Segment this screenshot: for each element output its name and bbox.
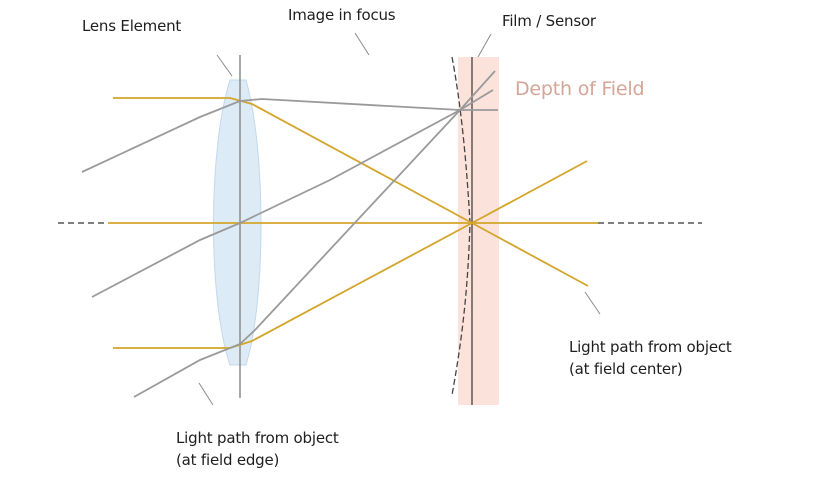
leader-lens-element (216, 54, 233, 77)
leader-film-sensor (477, 33, 492, 58)
edge-ray-top-b (459, 89, 494, 111)
leader-center-path (584, 291, 601, 315)
label-edge-path-line2: (at field edge) (176, 451, 280, 469)
edge-ray-middle (91, 109, 461, 298)
label-center-path-line2: (at field center) (569, 360, 683, 378)
leader-edge-path (198, 382, 214, 406)
edge-ray-top-c (459, 70, 496, 111)
label-center-path-line1: Light path from object (569, 338, 732, 356)
label-depth-of-field: Depth of Field (515, 78, 645, 100)
center-ray-bottom (113, 160, 588, 349)
edge-ray-top (81, 98, 498, 173)
label-image-in-focus: Image in focus (288, 6, 396, 24)
depth-of-field-band (458, 57, 499, 405)
center-ray-top (113, 97, 589, 287)
label-lens-element: Lens Element (82, 17, 182, 35)
label-edge-path-line1: Light path from object (176, 429, 339, 447)
label-film-sensor: Film / Sensor (502, 12, 596, 30)
edge-ray-bottom (133, 109, 461, 398)
leader-image-in-focus (354, 32, 370, 56)
